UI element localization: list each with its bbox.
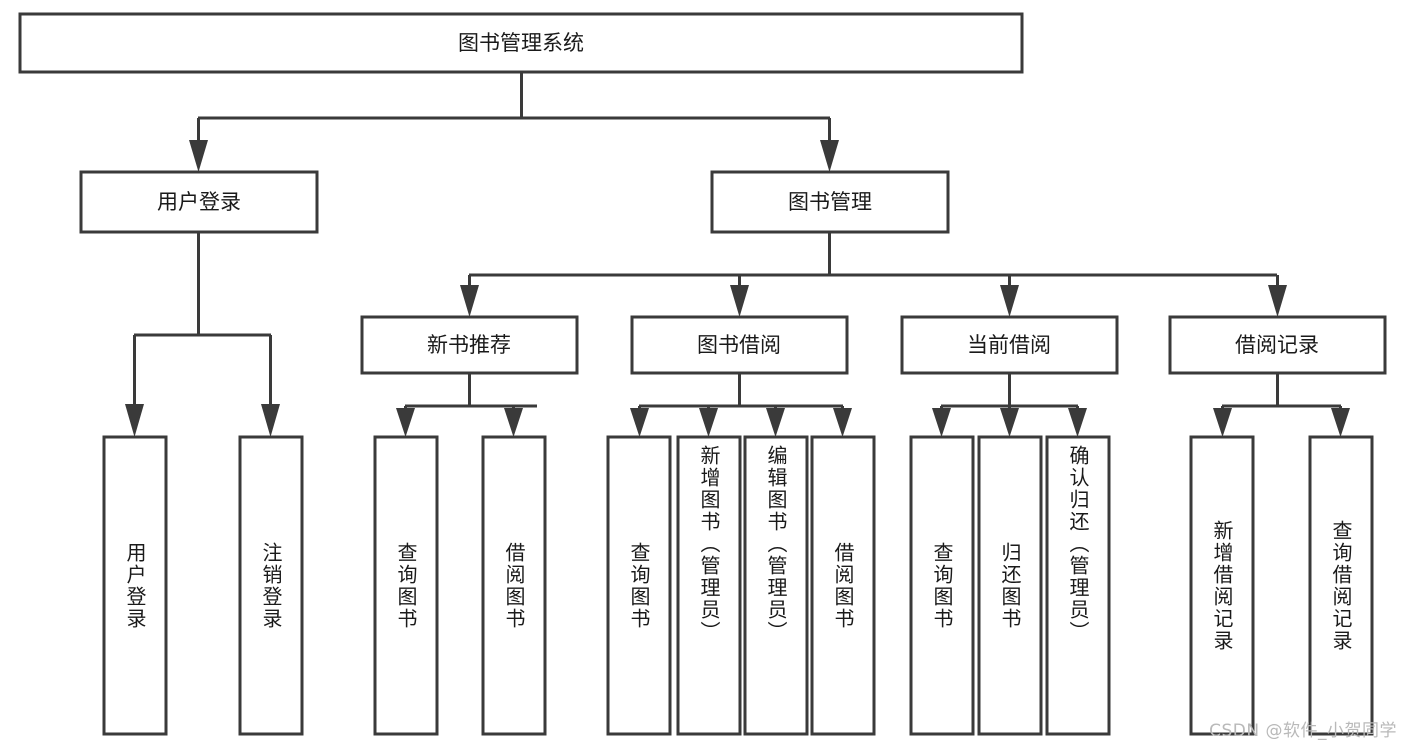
leaf-box-borrow-book-1[interactable]: [481, 435, 547, 736]
arrow-borrow-c3: [766, 408, 785, 437]
node-new-book-recommend-label: 新书推荐: [427, 333, 511, 357]
leaf-box-query-book-2[interactable]: [606, 435, 672, 736]
leaf-box-user-login[interactable]: [102, 435, 168, 736]
leaf-box-add-borrow-record[interactable]: [1189, 435, 1255, 736]
node-new-book-recommend[interactable]: [360, 315, 579, 375]
node-borrow-record-label: 借阅记录: [1235, 333, 1319, 357]
node-borrow-record[interactable]: [1168, 315, 1387, 375]
node-book-management[interactable]: [710, 170, 950, 234]
arrow-login-c2: [261, 404, 280, 437]
node-book-borrow-label: 图书借阅: [697, 333, 781, 357]
arrow-current-c3: [1068, 408, 1087, 437]
arrow-bookmgmt-c3: [1000, 285, 1019, 317]
arrow-recommend-c1: [396, 408, 415, 437]
arrow-borrow-c1: [630, 408, 649, 437]
node-book-borrow[interactable]: [630, 315, 849, 375]
arrow-root-to-login: [189, 140, 208, 172]
arrow-current-c1: [932, 408, 951, 437]
leaf-box-add-book-admin[interactable]: [676, 435, 742, 736]
arrow-bookmgmt-c4: [1268, 285, 1287, 317]
arrow-root-to-bookmgmt: [820, 140, 839, 172]
leaf-box-query-book-3[interactable]: [909, 435, 975, 736]
arrow-record-c1: [1213, 408, 1232, 437]
arrow-current-c2: [1000, 408, 1019, 437]
node-current-borrow[interactable]: [900, 315, 1119, 375]
csdn-watermark: CSDN @软件_小贺同学: [1209, 721, 1397, 741]
arrow-login-c1: [125, 404, 144, 437]
arrow-bookmgmt-c1: [460, 285, 479, 317]
arrow-bookmgmt-c2: [730, 285, 749, 317]
node-root[interactable]: [18, 12, 1024, 74]
arrow-recommend-c2: [504, 408, 523, 437]
leaf-box-query-borrow-record[interactable]: [1308, 435, 1374, 736]
leaf-box-confirm-return-admin[interactable]: [1045, 435, 1111, 736]
arrow-record-c2: [1331, 408, 1350, 437]
leaf-box-query-book-1[interactable]: [373, 435, 439, 736]
node-current-borrow-label: 当前借阅: [967, 333, 1051, 357]
node-user-login-label: 用户登录: [157, 190, 241, 214]
arrow-borrow-c2: [699, 408, 718, 437]
leaf-box-edit-book-admin[interactable]: [743, 435, 809, 736]
arrow-borrow-c4: [833, 408, 852, 437]
leaf-box-return-book[interactable]: [977, 435, 1043, 736]
node-root-label: 图书管理系统: [458, 31, 584, 55]
leaf-box-borrow-book-2[interactable]: [810, 435, 876, 736]
node-book-management-label: 图书管理: [788, 190, 872, 214]
leaf-box-logout[interactable]: [238, 435, 304, 736]
